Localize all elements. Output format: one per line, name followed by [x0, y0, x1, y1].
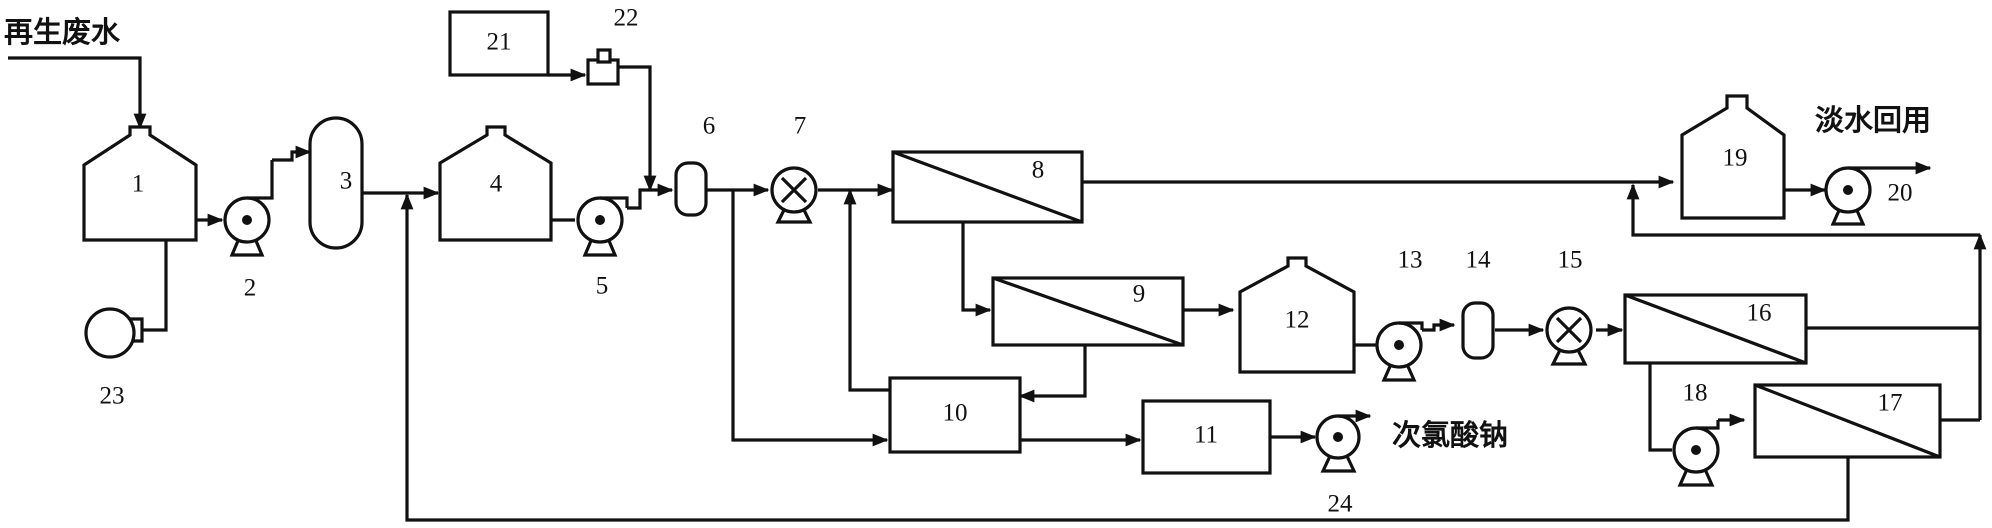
pump-24: 24 — [1315, 409, 1372, 518]
pipe-network — [8, 56, 1987, 522]
tank-4-label: 4 — [490, 171, 503, 198]
pump-5: 5 — [576, 196, 629, 300]
blower-23-label: 23 — [100, 383, 125, 410]
ro-9-label: 9 — [1133, 281, 1146, 308]
box-21-label: 21 — [487, 29, 512, 56]
ro-membrane-16: 16 — [1623, 293, 1808, 365]
box-10-label: 10 — [943, 400, 968, 427]
pump-20: 20 — [1824, 166, 1913, 226]
filter-6: 6 — [674, 113, 716, 217]
doser-22-label: 22 — [614, 5, 639, 32]
doser-22: 22 — [586, 5, 639, 86]
blower-23: 23 — [84, 307, 144, 410]
vessel-3-label: 3 — [340, 168, 353, 195]
pump-18: 18 — [1672, 380, 1720, 487]
box-11: 11 — [1141, 399, 1272, 475]
pump-13: 13 — [1375, 247, 1424, 382]
sodium-hypochlorite-label: 次氯酸钠 — [1392, 418, 1508, 452]
pump-18-label: 18 — [1683, 380, 1708, 407]
tank-12: 12 — [1238, 256, 1356, 374]
ro-17-label: 17 — [1878, 390, 1903, 417]
ro-membrane-17: 17 — [1753, 383, 1942, 459]
pump-5-label: 5 — [596, 273, 609, 300]
tank-4: 4 — [438, 125, 553, 242]
vessel-3: 3 — [308, 116, 364, 250]
pump-7-label: 7 — [794, 113, 807, 140]
pump-2-label: 2 — [244, 275, 257, 302]
ro-membrane-8: 8 — [891, 150, 1084, 224]
filter-14-label: 14 — [1466, 247, 1492, 274]
pump-13-label: 13 — [1398, 247, 1423, 274]
tank-1: 1 — [82, 125, 198, 242]
ro-16-label: 16 — [1747, 300, 1772, 327]
pump-2: 2 — [223, 160, 274, 302]
box-21: 21 — [448, 10, 550, 77]
box-11-label: 11 — [1194, 422, 1218, 449]
filter-14: 14 — [1461, 247, 1495, 360]
ro-membrane-9: 9 — [991, 276, 1185, 347]
ro-8-label: 8 — [1032, 157, 1045, 184]
pump-7: 7 — [770, 113, 818, 224]
pump-20-label: 20 — [1888, 180, 1913, 207]
tank-1-label: 1 — [132, 171, 145, 198]
tank-19: 19 — [1680, 94, 1786, 220]
pump-24-label: 24 — [1328, 491, 1354, 518]
filter-6-label: 6 — [703, 113, 716, 140]
box-10: 10 — [888, 376, 1022, 454]
pump-15-label: 15 — [1558, 247, 1583, 274]
regen-wastewater-label: 再生废水 — [4, 15, 121, 49]
fresh-water-reuse-label: 淡水回用 — [1815, 103, 1931, 137]
pump-15: 15 — [1545, 247, 1593, 366]
tank-12-label: 12 — [1285, 307, 1310, 334]
tank-19-label: 19 — [1723, 145, 1748, 172]
